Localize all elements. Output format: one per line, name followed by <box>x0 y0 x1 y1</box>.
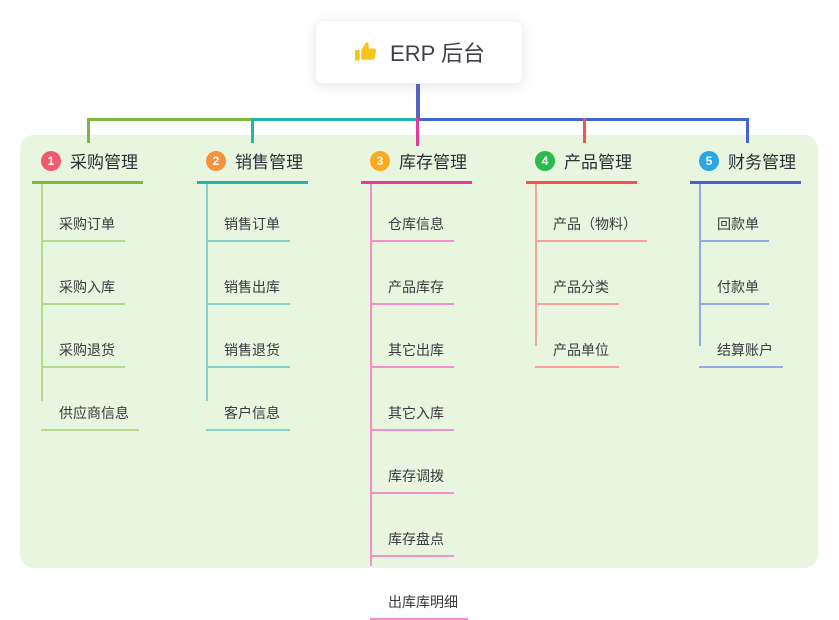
child-node[interactable]: 产品单位 <box>535 305 619 368</box>
child-node[interactable]: 其它出库 <box>370 305 454 368</box>
child-node[interactable]: 仓库信息 <box>370 184 454 242</box>
child-node[interactable]: 回款单 <box>699 184 769 242</box>
connector-trunk <box>416 84 420 120</box>
branch-label: 库存管理 <box>399 153 467 172</box>
child-node[interactable]: 销售出库 <box>206 242 290 305</box>
branch-badge: 5 <box>699 150 719 171</box>
child-node[interactable]: 采购订单 <box>41 184 125 242</box>
branch-node-purchase[interactable]: 1 采购管理 <box>32 146 143 184</box>
branch-node-product[interactable]: 4 产品管理 <box>526 146 637 184</box>
connector-drop-product <box>583 118 586 143</box>
root-node[interactable]: ERP 后台 <box>315 20 523 84</box>
connector-bus-purchase <box>87 118 254 121</box>
branch-badge: 3 <box>370 150 390 171</box>
child-node[interactable]: 付款单 <box>699 242 769 305</box>
connector-drop-sales <box>251 118 254 143</box>
connector-drop-inventory <box>416 118 419 146</box>
connector-bus-sales <box>251 118 418 121</box>
child-node[interactable]: 采购入库 <box>41 242 125 305</box>
child-node[interactable]: 库存调拨 <box>370 431 454 494</box>
connector-bus-finance <box>416 118 749 121</box>
child-node[interactable]: 产品分类 <box>535 242 619 305</box>
child-node[interactable]: 销售退货 <box>206 305 290 368</box>
child-node[interactable]: 出库库明细 <box>370 557 468 620</box>
branch-purchase: 1 采购管理 采购订单 采购入库 采购退货 供应商信息 <box>32 146 143 431</box>
branch-children: 采购订单 采购入库 采购退货 供应商信息 <box>41 184 143 431</box>
branch-finance: 5 财务管理 回款单 付款单 结算账户 <box>690 146 801 368</box>
branch-children: 销售订单 销售出库 销售退货 客户信息 <box>206 184 308 431</box>
child-node[interactable]: 销售订单 <box>206 184 290 242</box>
child-node[interactable]: 其它入库 <box>370 368 454 431</box>
branch-sales: 2 销售管理 销售订单 销售出库 销售退货 客户信息 <box>197 146 308 431</box>
branch-node-inventory[interactable]: 3 库存管理 <box>361 146 472 184</box>
branch-badge: 2 <box>206 150 226 171</box>
branch-children: 回款单 付款单 结算账户 <box>699 184 801 368</box>
branch-node-sales[interactable]: 2 销售管理 <box>197 146 308 184</box>
branch-node-finance[interactable]: 5 财务管理 <box>690 146 801 184</box>
branch-label: 销售管理 <box>235 153 303 172</box>
connector-drop-finance <box>746 118 749 143</box>
child-node[interactable]: 客户信息 <box>206 368 290 431</box>
branch-badge: 4 <box>535 150 555 171</box>
branch-children: 仓库信息 产品库存 其它出库 其它入库 库存调拨 库存盘点 出库库明细 <box>370 184 472 620</box>
child-node[interactable]: 库存盘点 <box>370 494 454 557</box>
connector-drop-purchase <box>87 118 90 143</box>
branch-children: 产品（物料） 产品分类 产品单位 <box>535 184 647 368</box>
branch-label: 采购管理 <box>70 153 138 172</box>
child-node[interactable]: 产品（物料） <box>535 184 647 242</box>
branch-label: 产品管理 <box>564 153 632 172</box>
mindmap-panel <box>20 135 818 568</box>
thumbs-up-icon <box>353 39 379 65</box>
child-node[interactable]: 产品库存 <box>370 242 454 305</box>
root-title: ERP 后台 <box>390 41 485 66</box>
child-node[interactable]: 采购退货 <box>41 305 125 368</box>
branch-inventory: 3 库存管理 仓库信息 产品库存 其它出库 其它入库 库存调拨 库存盘点 出库库… <box>361 146 472 620</box>
child-node[interactable]: 结算账户 <box>699 305 783 368</box>
child-node[interactable]: 供应商信息 <box>41 368 139 431</box>
branch-label: 财务管理 <box>728 153 796 172</box>
branch-product: 4 产品管理 产品（物料） 产品分类 产品单位 <box>526 146 647 368</box>
branch-badge: 1 <box>41 150 61 171</box>
